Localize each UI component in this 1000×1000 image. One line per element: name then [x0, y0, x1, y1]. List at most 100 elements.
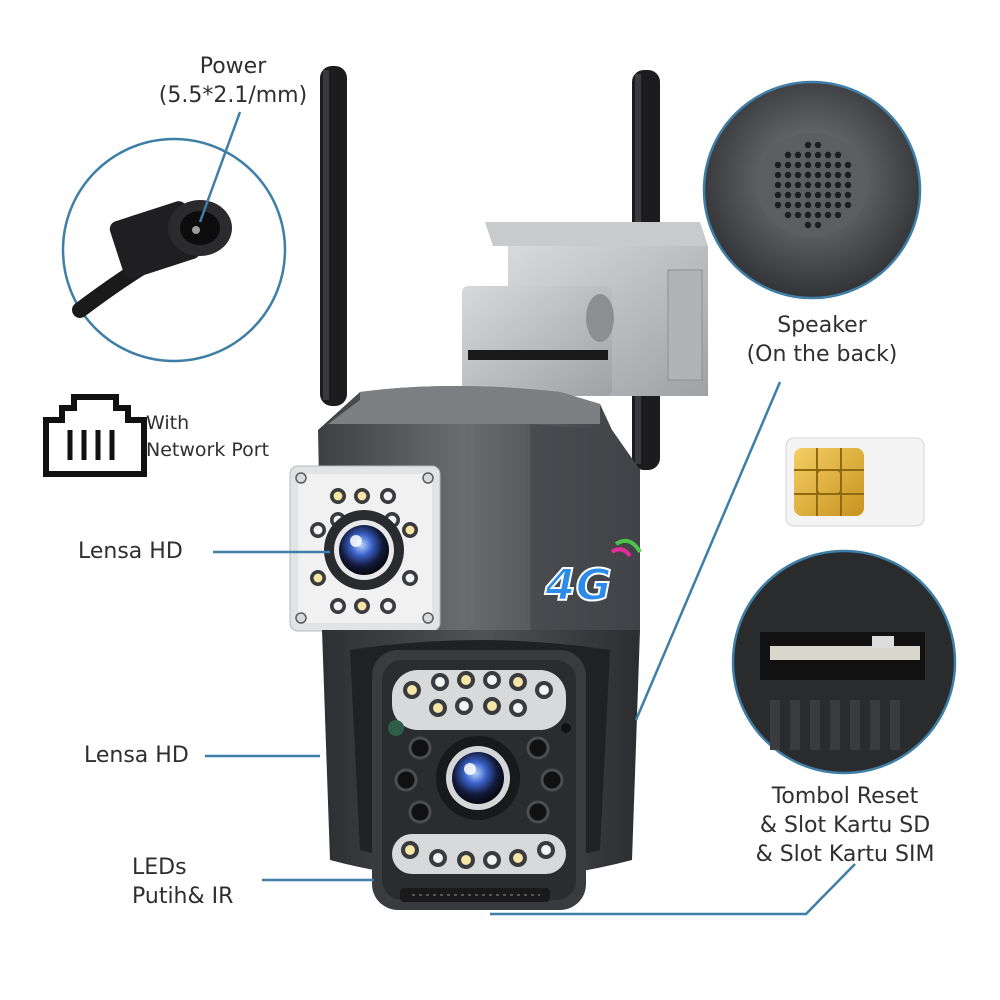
- lower-lens: [436, 736, 520, 820]
- speaker-hole: [814, 211, 822, 219]
- antenna-left: [320, 66, 347, 406]
- speaker-hole: [774, 191, 782, 199]
- slots-label-line1: Tombol Reset: [771, 784, 919, 809]
- speaker-label: Speaker (On the back): [722, 311, 922, 369]
- lower-led: [429, 849, 447, 867]
- speaker-hole: [804, 191, 812, 199]
- upper-lens: [324, 510, 404, 590]
- lower-led: [483, 671, 501, 689]
- speaker-hole: [804, 141, 812, 149]
- speaker-hole: [784, 161, 792, 169]
- speaker-label-line1: Speaker: [777, 313, 867, 338]
- badge-text: 4G: [544, 560, 612, 611]
- network-port-label-line1: With: [146, 412, 190, 434]
- speaker-hole: [804, 151, 812, 159]
- lower-led: [509, 699, 527, 717]
- speaker-hole: [804, 161, 812, 169]
- lower-led: [457, 671, 475, 689]
- lower-led: [537, 841, 555, 859]
- network-port-label-line2: Network Port: [146, 439, 270, 461]
- speaker-hole: [784, 191, 792, 199]
- speaker-inset: [702, 80, 922, 300]
- power-label: Power (5.5*2.1/mm): [138, 52, 328, 110]
- network-port-label: With Network Port: [146, 410, 269, 464]
- sim-card-image: [785, 437, 925, 527]
- lower-led-array: [401, 671, 555, 869]
- speaker-hole: [774, 171, 782, 179]
- upper-led: [310, 570, 326, 586]
- speaker-hole: [844, 201, 852, 209]
- speaker-hole: [804, 181, 812, 189]
- speaker-hole: [844, 181, 852, 189]
- speaker-hole: [804, 221, 812, 229]
- slots-inset: [731, 549, 957, 775]
- 4g-badge: 4G: [543, 538, 642, 612]
- speaker-hole: [834, 161, 842, 169]
- speaker-hole: [824, 211, 832, 219]
- lower-led: [535, 681, 553, 699]
- lens-hd-top-label: Lensa HD: [78, 539, 183, 564]
- speaker-hole: [804, 171, 812, 179]
- speaker-hole: [804, 211, 812, 219]
- speaker-hole: [844, 171, 852, 179]
- lower-led: [483, 851, 501, 869]
- network-port-icon: [43, 394, 147, 477]
- speaker-hole: [784, 151, 792, 159]
- upper-led: [354, 598, 370, 614]
- speaker-hole: [814, 191, 822, 199]
- speaker-hole: [824, 191, 832, 199]
- lower-led: [431, 673, 449, 691]
- lens-hd-bottom-label: Lensa HD: [84, 743, 189, 768]
- speaker-hole: [814, 201, 822, 209]
- speaker-hole: [794, 161, 802, 169]
- speaker-hole: [844, 161, 852, 169]
- speaker-hole: [814, 141, 822, 149]
- speaker-hole: [794, 191, 802, 199]
- speaker-hole: [824, 201, 832, 209]
- speaker-hole: [834, 171, 842, 179]
- lower-led: [457, 851, 475, 869]
- speaker-hole: [794, 171, 802, 179]
- speaker-hole: [794, 181, 802, 189]
- speaker-hole: [784, 201, 792, 209]
- speaker-hole: [774, 201, 782, 209]
- upper-led: [380, 488, 396, 504]
- power-label-line2: (5.5*2.1/mm): [158, 83, 308, 108]
- upper-led: [354, 488, 370, 504]
- speaker-hole: [814, 221, 822, 229]
- speaker-hole: [784, 211, 792, 219]
- lower-led: [509, 673, 527, 691]
- speaker-hole: [814, 181, 822, 189]
- speaker-hole: [824, 161, 832, 169]
- callout-lines: [205, 381, 856, 916]
- speaker-hole: [814, 161, 822, 169]
- speaker-hole: [774, 181, 782, 189]
- speaker-hole: [784, 181, 792, 189]
- speaker-hole: [784, 171, 792, 179]
- speaker-line: [634, 381, 782, 721]
- leds-label: LEDs Putih& IR: [132, 853, 233, 911]
- slots-label-line3: & Slot Kartu SIM: [755, 842, 935, 867]
- speaker-hole: [794, 201, 802, 209]
- upper-led: [330, 598, 346, 614]
- speaker-hole: [814, 151, 822, 159]
- speaker-hole: [814, 171, 822, 179]
- upper-led: [310, 522, 326, 538]
- speaker-label-line2: (On the back): [746, 342, 898, 367]
- upper-led: [330, 488, 346, 504]
- lower-led: [401, 841, 419, 859]
- speaker-hole: [824, 151, 832, 159]
- speaker-hole: [804, 201, 812, 209]
- leds-label-line2: Putih& IR: [132, 884, 234, 909]
- upper-led: [380, 598, 396, 614]
- lower-led: [509, 849, 527, 867]
- lower-ir-leds: [394, 736, 564, 824]
- upper-led: [402, 522, 418, 538]
- power-label-line1: Power: [199, 54, 267, 79]
- speaker-hole: [824, 171, 832, 179]
- speaker-hole: [834, 201, 842, 209]
- slots-label: Tombol Reset & Slot Kartu SD & Slot Kart…: [730, 782, 960, 869]
- speaker-hole: [844, 191, 852, 199]
